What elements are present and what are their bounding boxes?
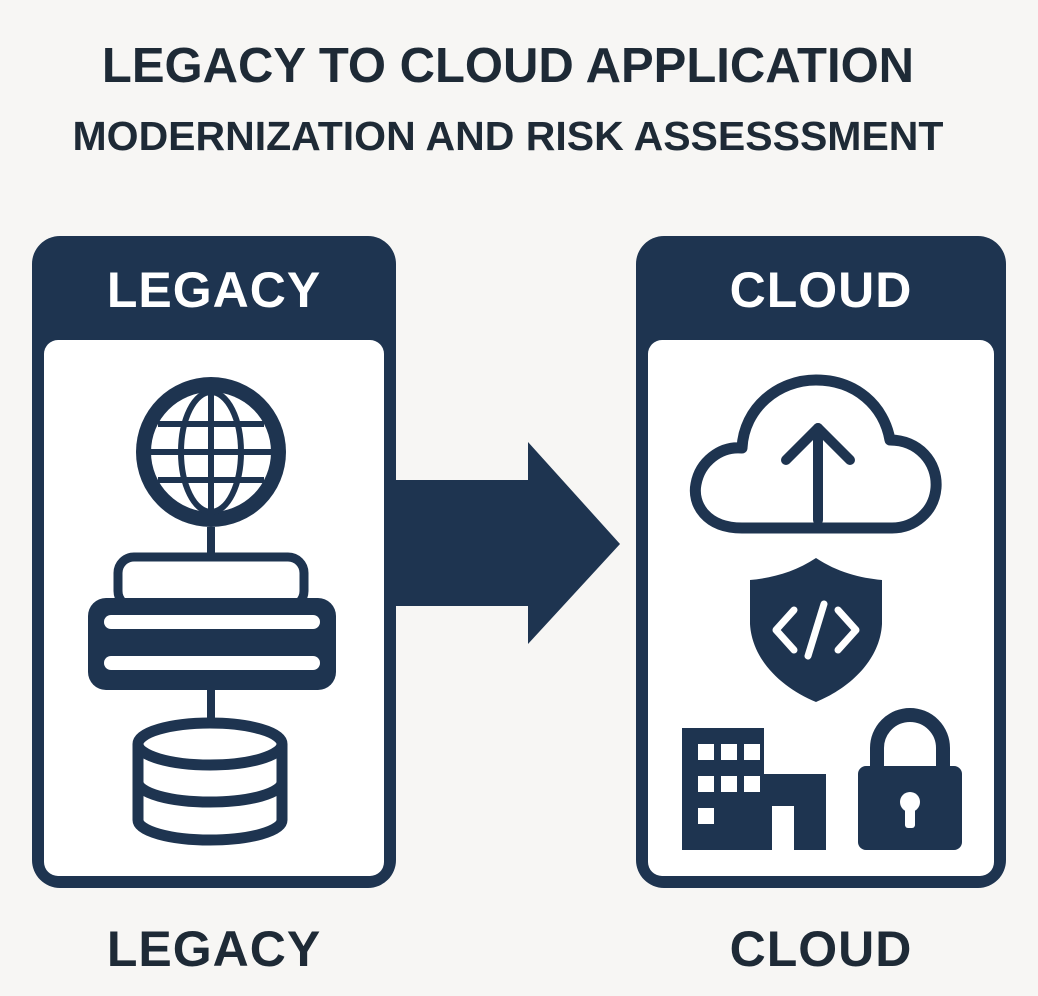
padlock-icon: [858, 708, 962, 850]
globe-icon: [136, 377, 286, 560]
database-icon: [132, 717, 288, 846]
cloud-caption: CLOUD: [729, 921, 913, 977]
server-icon: [88, 552, 336, 722]
code-shield-icon: [750, 558, 882, 702]
right-arrow-icon: [396, 442, 620, 644]
building-icon: [682, 728, 826, 850]
legacy-panel-header: LEGACY: [106, 262, 322, 318]
cloud-upload-icon: [689, 374, 942, 534]
cloud-panel-header: CLOUD: [729, 262, 913, 318]
legacy-caption: LEGACY: [106, 921, 322, 977]
diagram-subtitle: MODERNIZATION AND RISK ASSESSSMENT: [72, 113, 944, 159]
diagram-title: LEGACY TO CLOUD APPLICATION: [101, 39, 915, 93]
